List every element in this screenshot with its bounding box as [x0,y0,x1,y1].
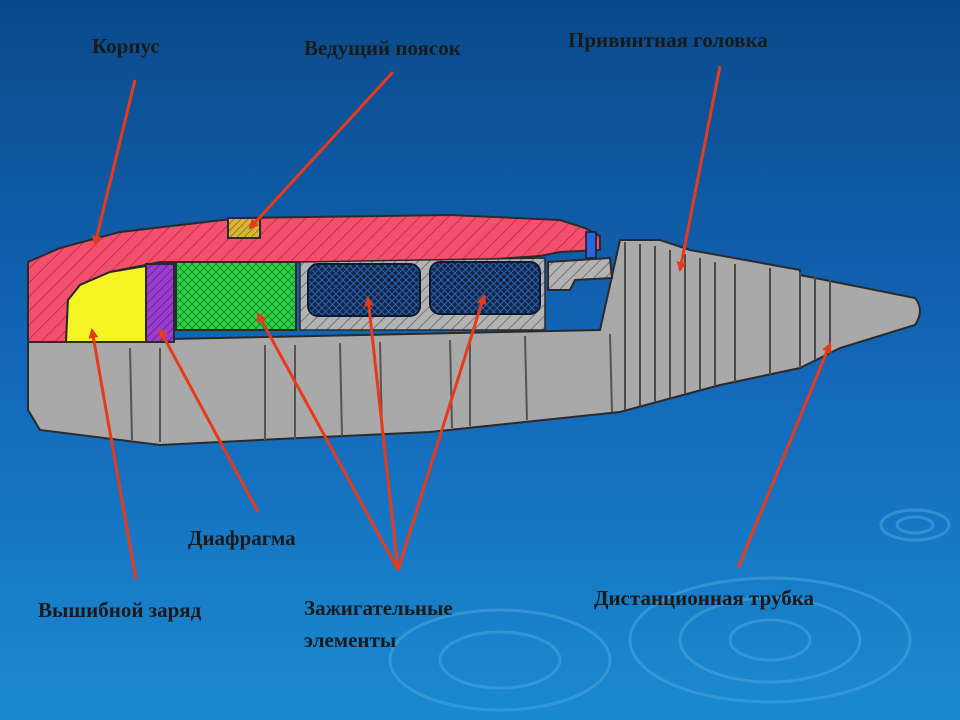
label-expelling-charge: Вышибной заряд [38,598,202,622]
arrow-poyasok [248,70,395,230]
arrow-trubka [736,342,832,569]
incendiary-element-dark-1 [307,263,421,317]
label-diaphragm: Диафрагма [188,526,296,550]
incendiary-element-green [175,261,297,331]
arrow-zazhig-2 [363,296,400,571]
label-korpus: Корпус [92,34,160,58]
projectile-grey-body [27,239,921,447]
arrow-zazhig-1 [256,312,400,571]
screw-head-ridges [624,242,831,410]
arrow-zazhig-3 [396,294,487,571]
label-screw-head: Привинтная головка [568,28,768,52]
ripple-decoration [388,508,951,712]
incendiary-element-dark-2 [429,261,541,315]
arrow-korpus [92,79,137,246]
label-time-fuze: Дистанционная трубка [594,586,815,610]
label-driving-band: Ведущий поясок [304,36,461,60]
label-incendiary-elements: Зажигательные элементы [304,596,453,652]
blue-insert [585,231,597,259]
connector-piece [547,256,614,291]
arrow-zaryad [88,328,138,581]
arrow-golovka [676,65,722,272]
arrow-diafragma [158,328,260,513]
leader-arrows [88,65,832,581]
